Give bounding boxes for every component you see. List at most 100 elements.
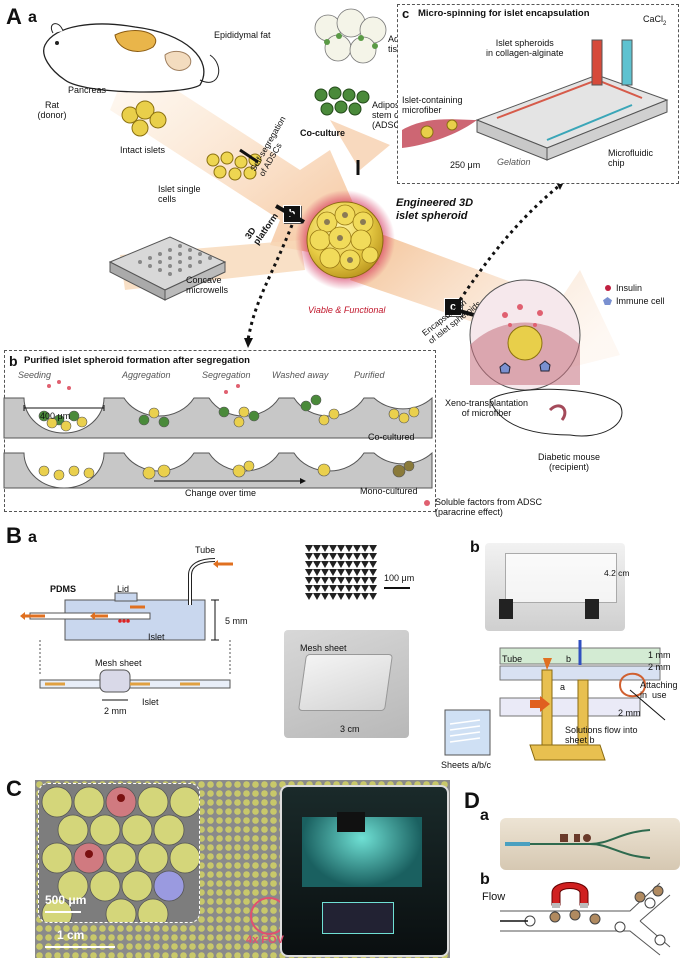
islet-label-top: Islet [148,632,165,642]
fov-label: 4x FOV [246,934,284,946]
device-body [297,654,394,711]
stage-purified: Purified [354,370,385,380]
concave-microwells-label: Concave microwells [186,275,229,295]
pancreas-label: Pancreas [68,85,107,95]
mesh-sheet-label: Mesh sheet [95,658,142,668]
immune-cell-legend-icon [603,297,612,305]
attaching-label: Attaching in use [640,680,678,700]
mesh-photo-label: Mesh sheet [300,643,347,653]
rat-label: Rat (donor) [37,100,67,120]
panel-sublabel-da: a [480,807,489,824]
panel-sublabel-bb: b [470,539,480,556]
islet-single-cells-label: Islet single cells [158,184,201,204]
box-c-spheroids-label: Islet spheroids in collagen-alginate [486,38,564,58]
soluble-factors-label: Soluble factors from ADSC (paracrine eff… [435,497,543,517]
magnetic-chip-photo [500,818,680,870]
insulin-label: Insulin [616,283,643,293]
adipose-tissue-illustration [314,8,387,64]
5mm-label: 5 mm [225,616,248,626]
100um-label: 100 μm [384,573,415,583]
tube-label: Tube [195,545,216,555]
magnetic-separation-schematic [500,882,671,956]
rat-illustration [43,23,220,93]
diabetic-mouse-label: Diabetic mouse (recipient) [538,452,601,472]
box-c-size-label: 250 μm [450,160,481,170]
change-over-time-label: Change over time [185,488,257,498]
panel-letter-c: C [6,776,22,801]
chip-channels [505,829,651,859]
device-cross-section [20,558,233,701]
binder-clip-left [499,599,513,619]
engineered-islet-spheroid [306,201,384,279]
box-b-letter: b [9,353,18,369]
100um-scale-bar [384,587,410,589]
1cm-label: 1 cm [57,928,85,942]
box-c-gelation-label: Gelation [497,157,531,167]
xeno-transplant-label: Xeno-transplantation of microfiber [445,398,529,418]
size-bar-400um [23,405,105,411]
500um-label: 500 μm [45,893,87,907]
box-c-cacl2-label: CaCl2 [643,14,666,29]
stage-segregation: Segregation [202,370,251,380]
microwell-array-image [35,780,450,958]
panel-letter-d: D [464,788,480,813]
panel-letter-b: B [6,523,22,548]
binder-clip-right [585,599,599,619]
1mm-label: 1 mm [648,650,671,660]
epididymal-fat-label: Epididymal fat [214,30,271,40]
panel-sublabel-a: a [28,9,37,26]
sheet-a-label: a [560,682,566,692]
islet-single-cells [206,151,262,181]
2mm-label: 2 mm [104,706,127,716]
sheets-photo [485,543,625,631]
mesh-device-photo [284,630,409,738]
sheet-b-label: b [566,654,572,664]
b-tube-label: Tube [502,654,523,664]
2mm-label-c: 2 mm [618,708,641,718]
imaging-setup-photo [280,785,449,957]
box-c-title: Micro-spinning for islet encapsulation [418,8,590,19]
microfluidic-chip-illustration [402,39,669,161]
immune-cell-label: Immune cell [616,296,665,306]
4-2cm-label: 4.2 cm [604,568,630,578]
intact-islets-label: Intact islets [120,145,166,155]
clear-sheet [505,553,617,603]
flow-label: Flow [482,891,506,903]
cacl2-text: CaCl [643,14,664,24]
box-c-fiber-label: Islet-containing microfiber [402,95,463,115]
engineered-spheroid-title: Engineered 3D islet spheroid [396,197,474,222]
cocultured-label: Co-cultured [368,432,415,442]
stage-aggregation: Aggregation [122,370,171,380]
insulin-legend-dot [605,285,611,291]
zoom-inset [38,783,200,923]
stage-seeding: Seeding [18,370,52,380]
coculture-label: Co-culture [300,128,345,138]
panel-sublabel-ba: a [28,529,37,546]
mouse-transplant-illustration [469,279,623,437]
islet-label-bottom: Islet [142,697,159,707]
microwell-rows [3,380,433,489]
concave-microwells-plate [108,236,227,301]
mesh-micrograph [305,545,377,605]
sheets-label: Sheets a/b/c [441,760,492,770]
monocultured-label: Mono-cultured [360,486,418,496]
panel-letter-a: A [6,4,22,29]
box-c-chip-label: Microfluidic chip [608,148,654,168]
stage-plate [322,902,394,934]
soluble-factor-dot [424,500,430,506]
3cm-label: 3 cm [340,724,360,734]
solutions-label: Solutions flow into sheet b [565,725,638,745]
box-c-letter: c [402,6,410,21]
viable-functional-label: Viable & Functional [308,305,386,315]
panel-sublabel-db: b [480,871,490,888]
cacl2-subscript: 2 [663,20,667,27]
microscope-head [337,812,365,832]
stage-washed-away: Washed away [272,370,329,380]
pdms-label: PDMS [50,584,77,594]
500um-scale-bar [45,911,81,913]
lid-label: Lid [117,584,130,594]
2mm-label-b: 2 mm [648,662,671,672]
intact-islets-cluster [121,100,167,137]
box-b-size-label: 400 μm [40,411,71,421]
adscs-cluster [314,86,370,116]
